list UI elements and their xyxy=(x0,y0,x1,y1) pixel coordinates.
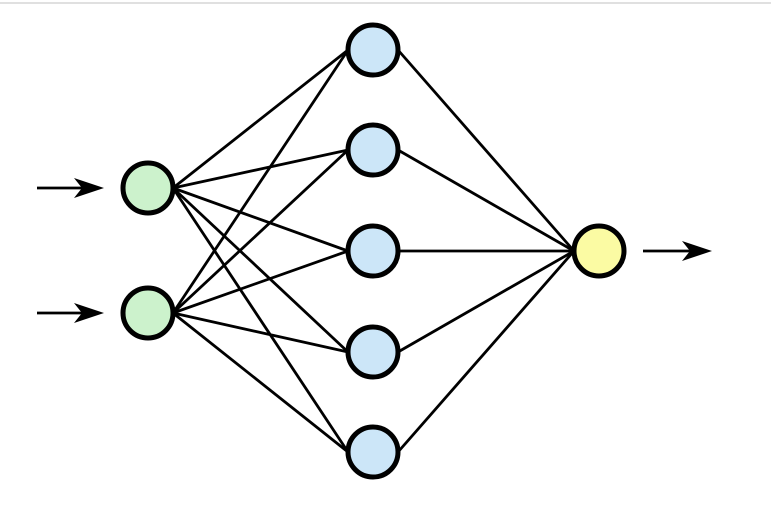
top-border xyxy=(0,2,771,4)
edge-in1-h2 xyxy=(172,148,349,190)
input-arrow-1-head-icon xyxy=(74,178,104,198)
edge-in1-h1 xyxy=(172,48,349,190)
edge-in2-h4 xyxy=(172,311,349,354)
edge-in2-h2 xyxy=(172,148,349,315)
input-arrow-2-head-icon xyxy=(74,303,104,323)
input-node-2 xyxy=(120,285,176,341)
edge-in1-h4 xyxy=(172,186,349,354)
hidden-node-1 xyxy=(345,22,401,78)
output-arrow-head-icon xyxy=(682,241,712,261)
hidden-node-4 xyxy=(345,324,401,380)
edge-in1-h5 xyxy=(171,187,350,453)
input-node-1 xyxy=(120,160,176,216)
edge-in1-h3 xyxy=(172,186,349,253)
output-node-1 xyxy=(571,223,627,279)
edge-h1-out xyxy=(396,49,576,252)
edge-h4-out xyxy=(397,249,575,354)
edge-in2-h1 xyxy=(171,49,350,314)
hidden-node-2 xyxy=(345,122,401,178)
edge-in2-h3 xyxy=(172,249,349,315)
hidden-node-5 xyxy=(345,424,401,480)
edge-h5-out xyxy=(396,250,576,453)
edge-in2-h5 xyxy=(172,311,349,454)
hidden-node-3 xyxy=(345,223,401,279)
edge-h2-out xyxy=(397,148,575,253)
